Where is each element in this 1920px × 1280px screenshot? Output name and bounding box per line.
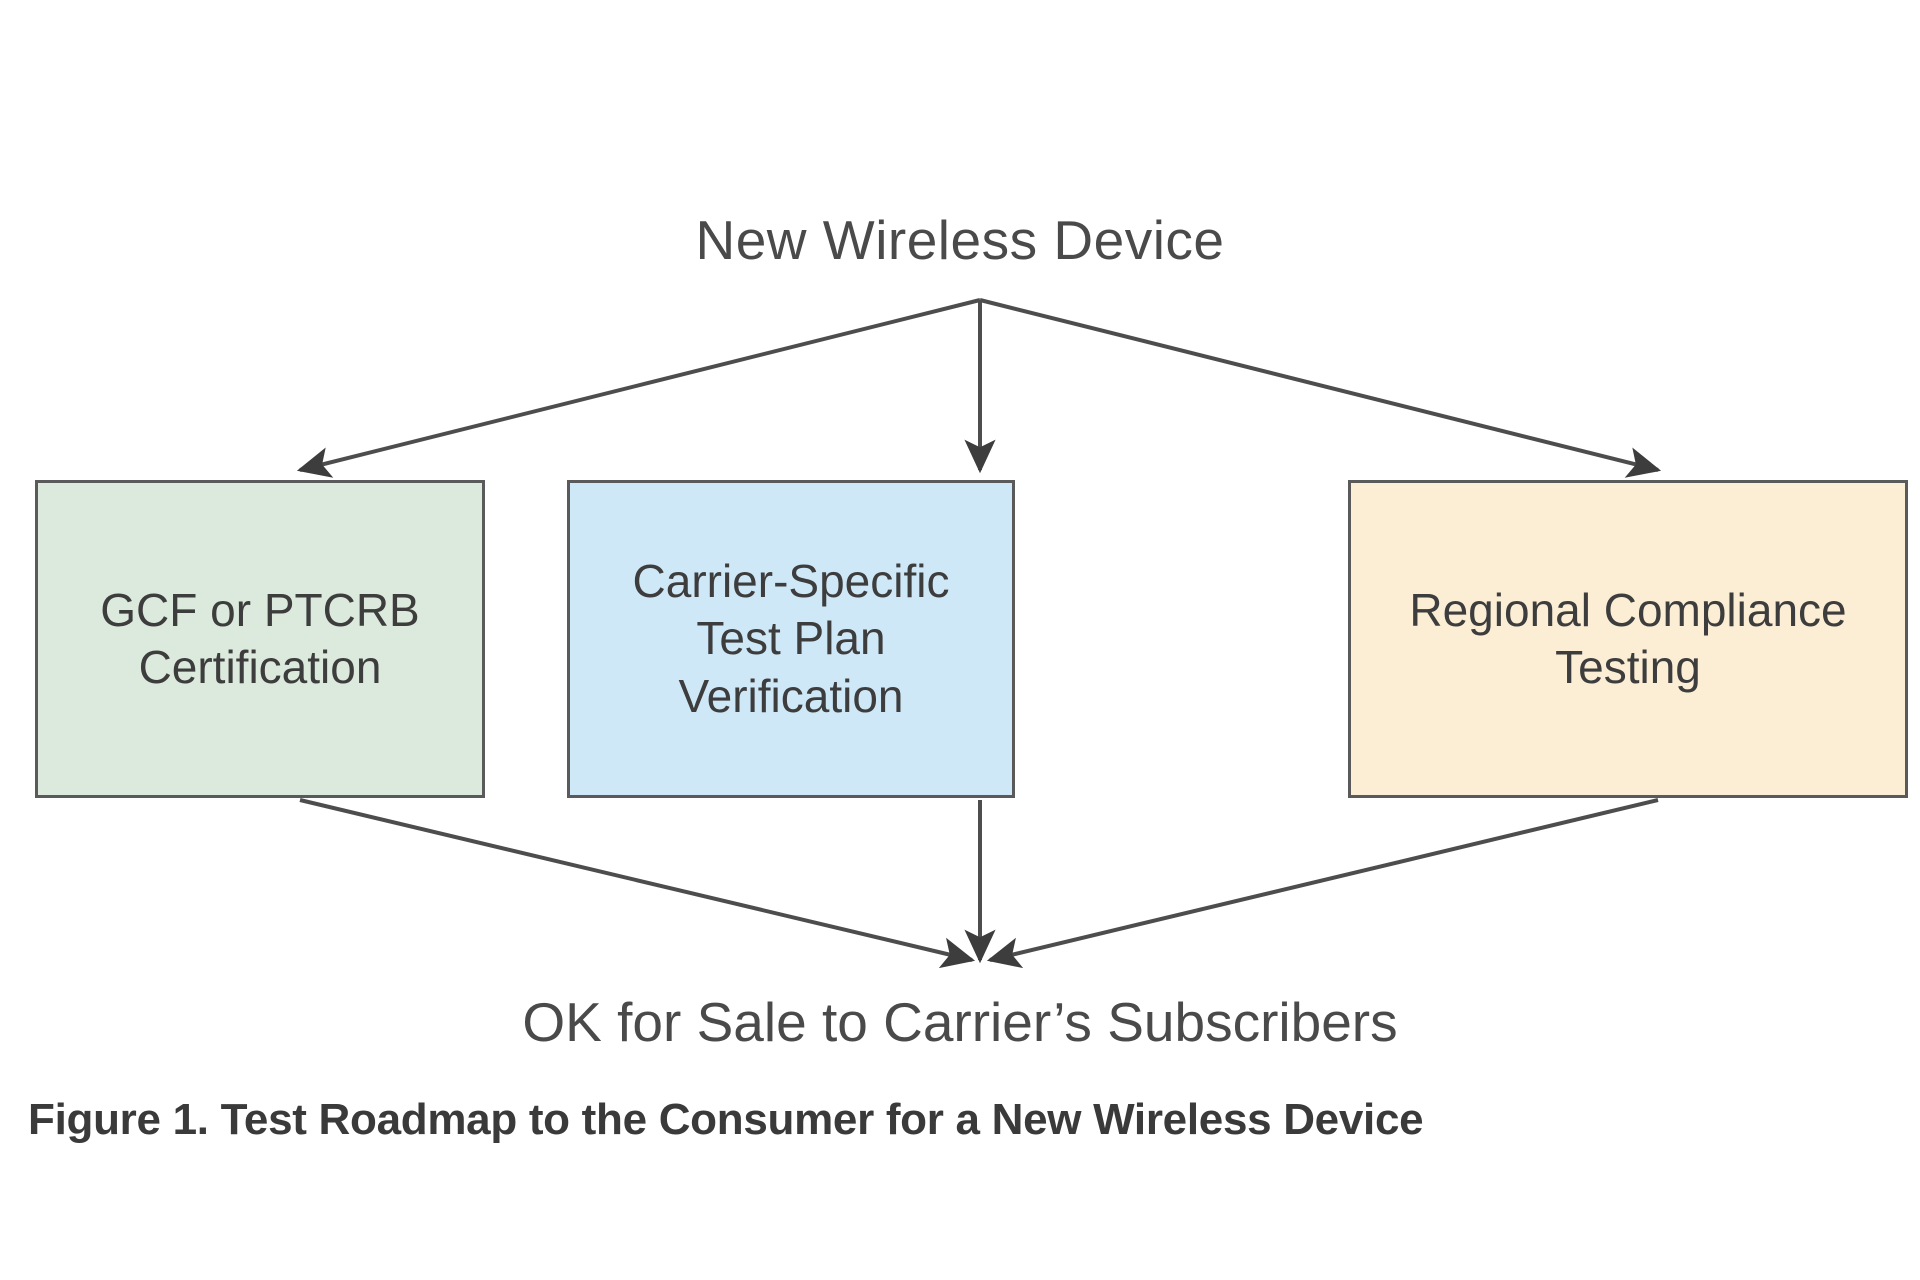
edge-regional-to-ok [986, 798, 1659, 969]
node-gcf-ptcrb-certification[interactable]: GCF or PTCRB Certification [35, 480, 485, 798]
edge-device-to-gcf [296, 298, 981, 478]
figure-caption: Figure 1. Test Roadmap to the Consumer f… [28, 1095, 1424, 1144]
edge-device-to-regional [979, 298, 1662, 478]
target-node-ok-for-sale: OK for Sale to Carrier’s Subscribers [522, 991, 1398, 1053]
node-gcf-ptcrb-certification-label: GCF or PTCRB Certification [100, 583, 420, 693]
source-node-new-wireless-device: New Wireless Device [695, 209, 1225, 271]
node-regional-compliance-testing[interactable]: Regional Compliance Testing [1348, 480, 1908, 798]
node-regional-compliance-testing-label: Regional Compliance Testing [1409, 583, 1847, 693]
node-carrier-specific-test-plan-verification-label: Carrier-Specific Test Plan Verification [632, 555, 950, 722]
edge-gcf-to-ok [299, 798, 976, 969]
edge-group-fanout [296, 298, 1662, 478]
edge-group-fanin [299, 798, 1659, 969]
node-carrier-specific-test-plan-verification[interactable]: Carrier-Specific Test Plan Verification [567, 480, 1015, 798]
